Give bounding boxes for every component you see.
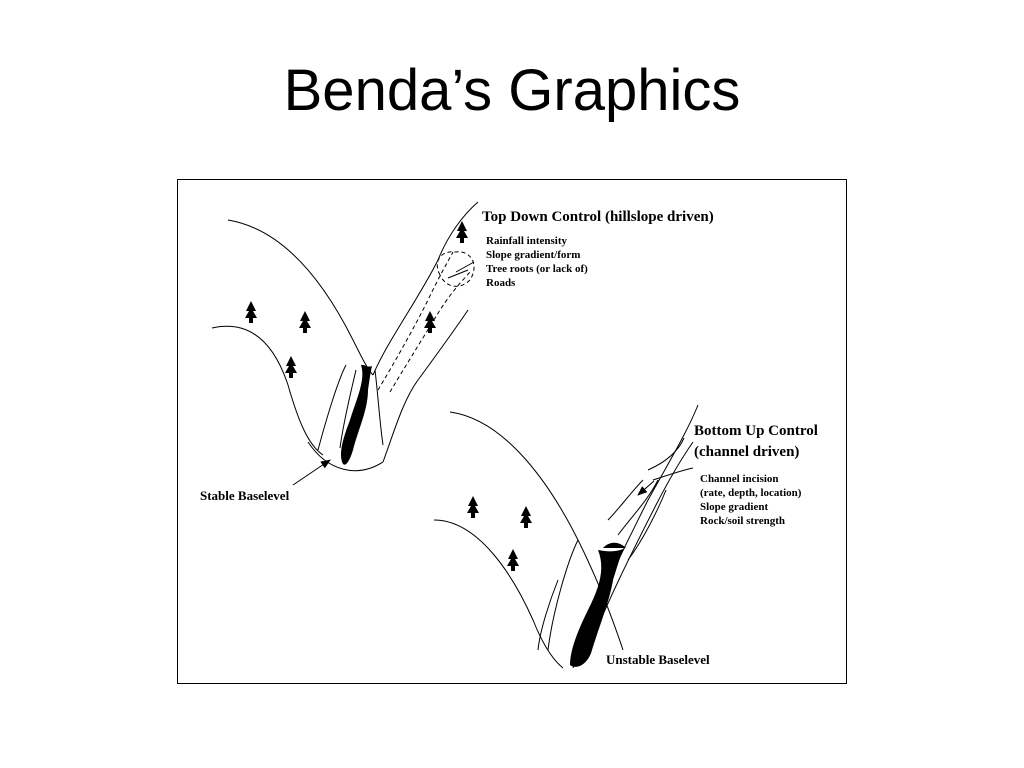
unstable-valley bbox=[433, 404, 699, 669]
valley-inner-slope-right bbox=[382, 309, 469, 463]
valley2-inner-slope-left bbox=[433, 519, 564, 669]
bottom-up-item: Rock/soil strength bbox=[700, 515, 785, 527]
landslide-scar-2 bbox=[389, 271, 471, 393]
unstable-baselevel-label: Unstable Baselevel bbox=[606, 652, 710, 667]
stream-channel-stable bbox=[340, 364, 372, 465]
scar-hatch-1 bbox=[455, 261, 475, 273]
tree-icon bbox=[285, 356, 297, 378]
tree-icon bbox=[245, 301, 257, 323]
top-down-item: Rainfall intensity bbox=[486, 235, 567, 247]
bottom-up-item: (rate, depth, location) bbox=[700, 487, 802, 499]
stable-valley bbox=[211, 201, 479, 486]
stable-baselevel-label: Stable Baselevel bbox=[200, 488, 290, 503]
tree-icon bbox=[507, 549, 519, 571]
valley2-inner-slope-right bbox=[587, 441, 694, 651]
valley2-bank-4 bbox=[617, 479, 659, 536]
channel-head bbox=[603, 542, 626, 548]
valley-bank-left bbox=[317, 364, 347, 451]
valley-bank-right bbox=[374, 369, 384, 446]
stable-arrow bbox=[292, 459, 331, 486]
slide-title: Benda’s Graphics bbox=[283, 58, 741, 123]
valley2-bank-3 bbox=[607, 479, 644, 521]
tree-icon bbox=[424, 311, 436, 333]
bottom-up-heading: Bottom Up Control bbox=[694, 423, 818, 439]
top-down-heading: Top Down Control (hillslope driven) bbox=[482, 209, 714, 225]
tree-icon bbox=[299, 311, 311, 333]
bottom-up-item: Slope gradient bbox=[700, 501, 768, 513]
tree-icon bbox=[467, 496, 479, 518]
valley-outer-slope-right bbox=[372, 201, 479, 376]
valley2-bank-5 bbox=[627, 489, 667, 561]
valley-floor bbox=[307, 441, 384, 472]
valley2-outer-slope-left bbox=[449, 411, 624, 651]
landslide-source bbox=[436, 251, 475, 287]
incision-arrow bbox=[637, 480, 655, 496]
valley-bank-left-2 bbox=[339, 369, 357, 449]
scar-hatch-2 bbox=[447, 269, 469, 279]
top-down-item: Tree roots (or lack of) bbox=[486, 263, 588, 275]
stream-channel-unstable bbox=[570, 548, 625, 667]
diagram-frame: Top Down Control (hillslope driven) Rain… bbox=[177, 179, 847, 684]
valley2-bank-6 bbox=[652, 467, 694, 481]
valley2-bank-7 bbox=[647, 437, 685, 471]
tree-icon bbox=[520, 506, 532, 528]
valley-diagram: Top Down Control (hillslope driven) Rain… bbox=[200, 201, 818, 669]
valley2-bank-2 bbox=[547, 539, 579, 651]
bottom-up-item: Channel incision bbox=[700, 473, 779, 485]
top-down-item: Roads bbox=[486, 277, 516, 289]
valley-inner-slope-left bbox=[211, 325, 324, 456]
valley-outer-slope-left bbox=[227, 219, 374, 376]
top-down-item: Slope gradient/form bbox=[486, 249, 580, 261]
bottom-up-heading: (channel driven) bbox=[694, 444, 799, 460]
valley2-bank-1 bbox=[537, 579, 559, 651]
landslide-scar bbox=[377, 251, 454, 391]
